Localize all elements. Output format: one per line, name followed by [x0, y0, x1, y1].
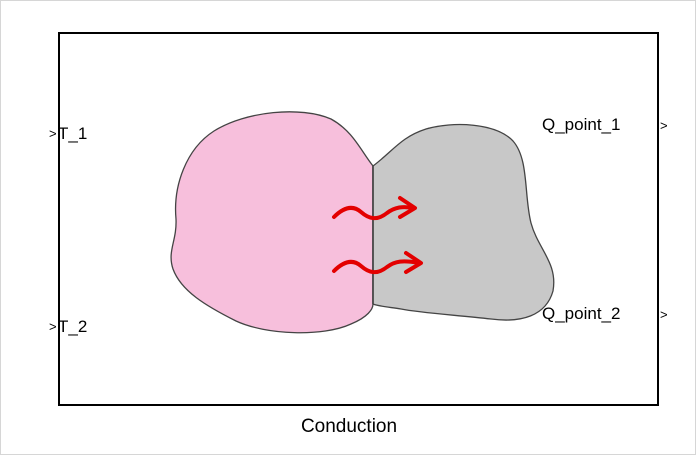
arrowhead-icon	[404, 251, 423, 274]
input-port-label-t1: T_1	[58, 124, 88, 143]
input-port-label-t2: T_2	[58, 317, 88, 336]
heat-flow-arrows	[332, 196, 423, 275]
output-port-chevron-icon[interactable]: >	[660, 118, 668, 133]
wavy-arrow-icon	[332, 259, 421, 275]
output-port-label-q2: Q_point_2	[542, 304, 621, 323]
cold-body-shape	[372, 123, 555, 321]
output-port-label-q1: Q_point_1	[542, 115, 621, 134]
wavy-arrow-icon	[332, 205, 415, 221]
input-port-chevron-icon[interactable]: >	[49, 126, 57, 141]
arrowhead-icon	[398, 196, 417, 219]
block-name-label[interactable]: Conduction	[300, 416, 398, 437]
input-port-chevron-icon[interactable]: >	[49, 319, 57, 334]
output-port-chevron-icon[interactable]: >	[660, 307, 668, 322]
hot-body-shape	[170, 111, 374, 334]
